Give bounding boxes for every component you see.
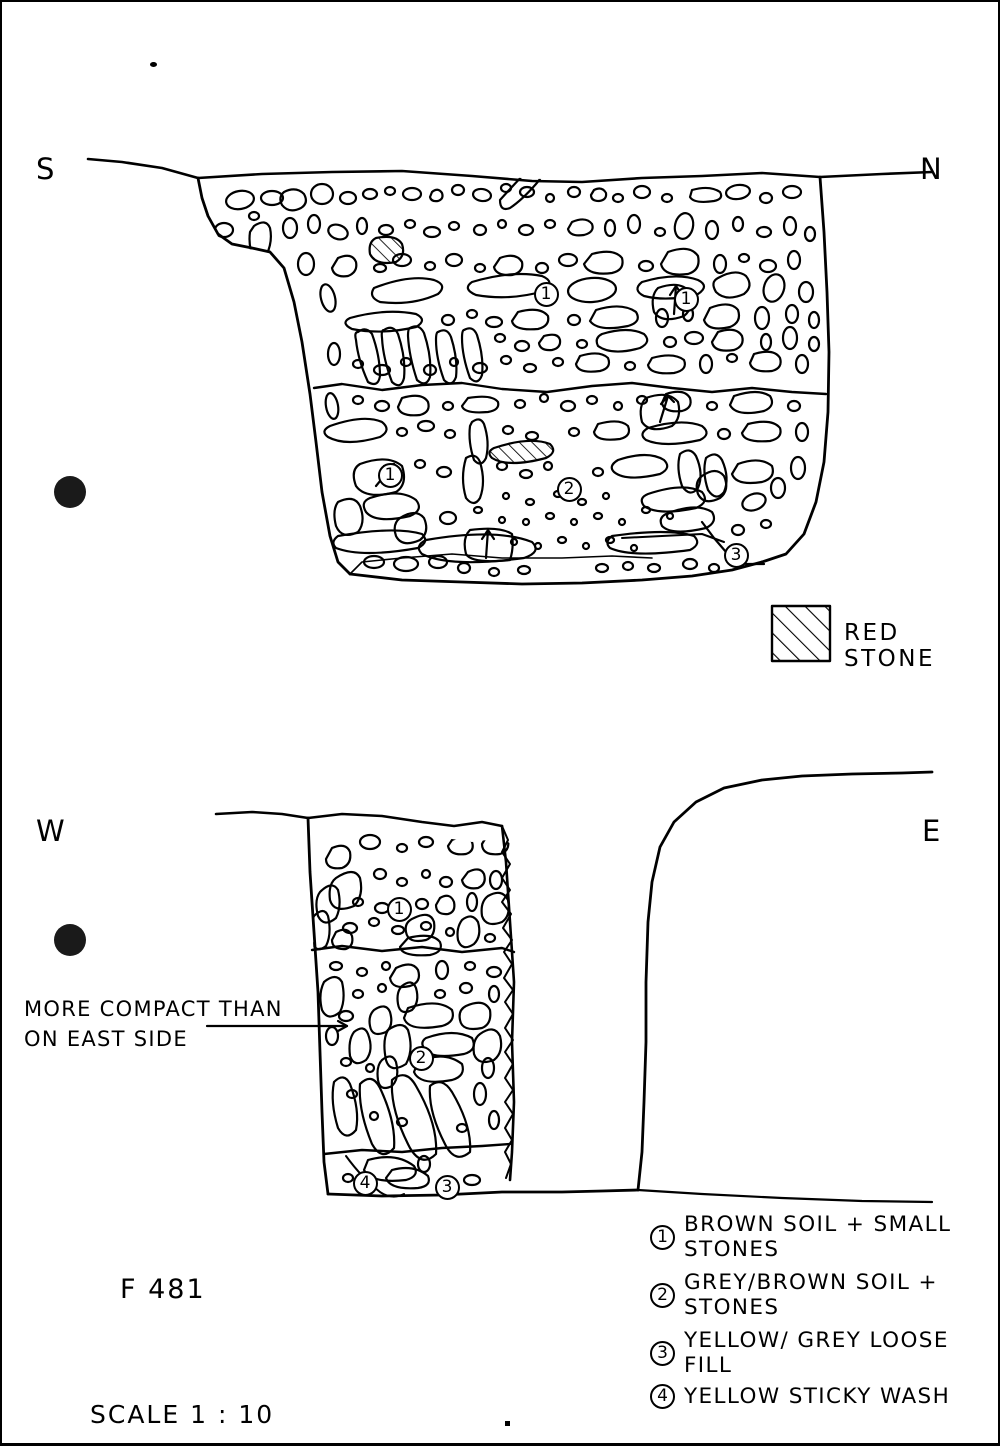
layer-marker-1: 1 <box>387 897 412 922</box>
datum-dot-bottom-section <box>54 924 86 956</box>
layer-marker-4: 4 <box>353 1171 378 1196</box>
layer-key-number-4: 4 <box>650 1384 675 1409</box>
compass-label-south: S <box>36 152 56 186</box>
layer-marker-1: 1 <box>534 282 559 307</box>
layer-key-number-1: 1 <box>650 1224 675 1250</box>
layer-key-row-4: 4 YELLOW STICKY WASH <box>650 1384 950 1409</box>
layer-marker-2: 2 <box>557 477 582 502</box>
scan-speck-top <box>150 62 157 67</box>
layer-key-label-3: YELLOW/ GREY LOOSE FILL <box>684 1328 949 1378</box>
compaction-annotation-line1: MORE COMPACT THAN <box>24 997 283 1021</box>
compass-label-north: N <box>920 152 943 186</box>
scale-label: SCALE 1 : 10 <box>90 1400 275 1429</box>
layer-key-number-3: 3 <box>650 1340 675 1366</box>
layer-marker-2: 2 <box>409 1046 434 1071</box>
compass-label-east: E <box>922 814 942 848</box>
datum-dot-top-section <box>54 476 86 508</box>
layer-key-row-2: 2 GREY/BROWN SOIL + STONES <box>650 1270 998 1320</box>
layer-key-row-1: 1 BROWN SOIL + SMALL STONES <box>650 1212 998 1262</box>
layer-marker-1: 1 <box>674 287 699 312</box>
layer-marker-3: 3 <box>435 1175 460 1200</box>
compaction-annotation-line2: ON EAST SIDE <box>24 1027 188 1051</box>
scan-speck-bottom <box>505 1421 510 1426</box>
compass-label-west: W <box>36 814 66 848</box>
feature-id-label: F 481 <box>120 1274 206 1305</box>
layer-key-label-4: YELLOW STICKY WASH <box>684 1384 951 1409</box>
red-stone-key-label: RED STONE <box>844 620 935 672</box>
compaction-annotation: MORE COMPACT THAN ON EAST SIDE <box>24 994 283 1054</box>
layer-key-number-2: 2 <box>650 1282 675 1308</box>
layer-key-label-1: BROWN SOIL + SMALL STONES <box>684 1212 952 1262</box>
layer-marker-3: 3 <box>724 543 749 568</box>
layer-key-row-3: 3 YELLOW/ GREY LOOSE FILL <box>650 1328 998 1378</box>
layer-key-label-2: GREY/BROWN SOIL + STONES <box>684 1270 938 1320</box>
layer-marker-1: 1 <box>378 463 403 488</box>
